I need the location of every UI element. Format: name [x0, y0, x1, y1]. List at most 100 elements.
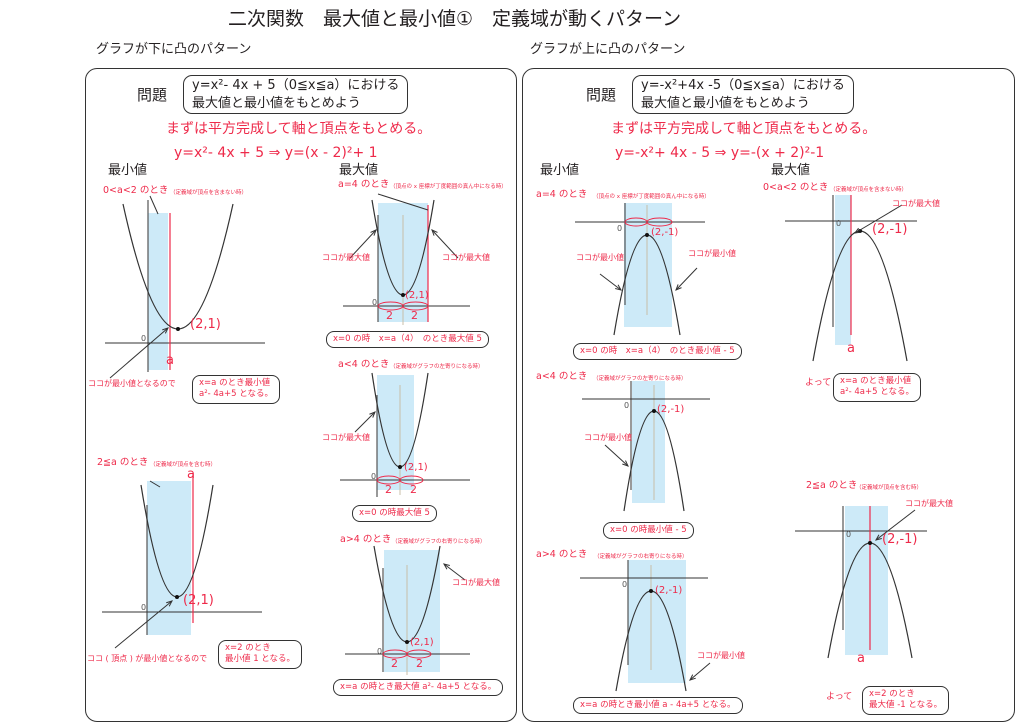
l-min1-vertex: (2,1) — [190, 317, 221, 332]
left-formula: y=x²- 4x + 5 ⇒ y=(x - 2)²+ 1 — [174, 145, 378, 161]
l-min1-pointer-0 — [149, 195, 159, 215]
l-min1-result1: x=a のとき最小値 — [199, 378, 271, 388]
right-problem-line2: 最大値と最小値をもとめよう — [641, 95, 810, 111]
l-max1-label-right: ココが最大値 — [442, 253, 490, 262]
r-min1-note: （頂点の x 座標が丁度範囲の真ん中になる時） — [593, 194, 710, 200]
left-max-heading: 最大値 — [339, 163, 379, 178]
r-min3-note: （定義域がグラフの右寄りになる時） — [594, 554, 688, 560]
l-min1-title: 0<a<2 のとき — [103, 185, 169, 196]
l-min1-arrow-0 — [109, 327, 169, 379]
r-max1-vertex: (2,-1) — [872, 222, 908, 237]
l-max3-domain-band — [384, 550, 440, 672]
r-max2-vertex: (2,-1) — [882, 532, 918, 547]
l-max1-pointer-0 — [377, 193, 429, 211]
r-min2-zero: 0 — [624, 401, 630, 410]
l-min2-note: （定義域が頂点を含む時） — [150, 462, 217, 468]
l-min1-domain-band — [148, 213, 168, 370]
r-max2-yotte: よって — [826, 692, 853, 702]
r-max2-result2: 最大値 -1 となる。 — [869, 700, 943, 711]
l-max3-arrow-0 — [443, 563, 466, 581]
l-max3-vertex-dot — [405, 640, 409, 644]
r-max2-result1: x=2 のとき — [869, 689, 915, 699]
r-min2-arrow-0-head — [622, 460, 629, 467]
l-max1-arrow-1-head — [431, 229, 438, 236]
r-max1-note: （定義域が頂点を含まない時） — [830, 187, 908, 193]
r-min1-half-width-marker-1 — [646, 217, 673, 227]
r-max1-arrow-0 — [854, 204, 903, 234]
l-min2-result: x=2 のとき最小値 1 となる。 — [218, 640, 303, 669]
r-max2-note: （定義域が頂点を含む時） — [856, 485, 923, 491]
l-max3-two-a: 2 — [391, 657, 398, 670]
right-min-heading: 最小値 — [540, 163, 580, 178]
r-min1-arrow-1 — [675, 267, 698, 291]
r-min2-title: a<4 のとき — [536, 371, 588, 382]
l-max2-title: a<4 のとき — [338, 359, 390, 370]
l-max3-title: a>4 のとき — [340, 534, 392, 545]
l-max1-vertex-dot — [401, 293, 405, 297]
r-min3-arrow-0-head — [689, 674, 696, 681]
l-max2-arrow-0-head — [369, 411, 376, 418]
l-min2-result2: 最小値 1 となる。 — [225, 654, 296, 665]
r-min1-label-right: ココが最小値 — [688, 249, 736, 258]
left-problem-line2: 最大値と最小値をもとめよう — [192, 95, 361, 111]
r-min3-vertex-dot — [649, 589, 653, 593]
l-max1-zero: 0 — [372, 298, 378, 307]
l-max2-note: （定義域がグラフの左寄りになる時） — [390, 364, 484, 370]
r-min3-domain-band — [628, 560, 686, 683]
r-max1-zero: 0 — [836, 219, 842, 228]
right-max-heading: 最大値 — [771, 163, 811, 178]
l-min1-zero: 0 — [141, 334, 147, 343]
r-max2-result: x=2 のとき最大値 -1 となる。 — [862, 686, 950, 715]
r-max2-a: a — [857, 651, 865, 666]
l-max3-vertex: (2,1) — [410, 637, 434, 648]
l-max2-half-width-marker-1 — [399, 475, 424, 485]
l-max3-note: （定義域がグラフの右寄りになる時） — [392, 539, 486, 545]
l-min1-a: a — [166, 353, 174, 368]
l-min2-a: a — [187, 467, 195, 482]
l-min1-vertex-dot — [176, 327, 180, 331]
l-min2-arrow-0-head — [166, 600, 173, 607]
l-max3-arrow-0-head — [442, 563, 450, 570]
r-max1-yotte: よって — [805, 378, 832, 388]
l-max1-arrow-1 — [431, 229, 459, 259]
r-min1-vertex: (2,-1) — [651, 227, 679, 238]
r-min1-arrow-1-head — [675, 284, 682, 291]
l-min2-result1: x=2 のとき — [225, 643, 271, 653]
left-panel — [85, 68, 517, 722]
l-min2-arrow-label: ココ ( 頂点 ) が最小値となるので — [87, 654, 208, 663]
l-max3-half-width-marker-1 — [406, 649, 432, 659]
right-instruction: まずは平方完成して軸と頂点をもとめる。 — [611, 121, 877, 137]
right-problem-box: y=-x²+4x -5（0≦x≦a）における最大値と最小値をもとめよう — [632, 75, 854, 115]
left-instruction: まずは平方完成して軸と頂点をもとめる。 — [166, 121, 432, 137]
r-max2-arrow-0-head — [874, 534, 882, 541]
l-min1-arrow-label: ココが最小値となるので — [88, 379, 176, 388]
r-max1-arrow-0-head — [853, 227, 862, 234]
right-formula: y=-x²+ 4x - 5 ⇒ y=-(x + 2)²-1 — [615, 145, 825, 161]
l-max2-zero: 0 — [371, 472, 377, 481]
r-min3-title: a>4 のとき — [536, 549, 588, 560]
r-min3-zero: 0 — [622, 580, 628, 589]
r-max2-arrow-0 — [875, 509, 916, 541]
l-min1-arrow-0-head — [162, 327, 169, 334]
r-min2-note: （定義域がグラフの左寄りになる時） — [593, 376, 687, 382]
l-max1-arrow-0 — [349, 229, 377, 259]
l-min1-note: （定義域が頂点を含まない時） — [170, 190, 248, 196]
l-max2-two-b: 2 — [410, 483, 417, 496]
r-min1-arrow-0-head — [615, 284, 623, 291]
l-max1-label-left: ココが最大値 — [322, 253, 370, 262]
r-min1-result: x=0 の時 x=a（4） のとき最小値 - 5 — [573, 343, 742, 361]
left-heading: グラフが下に凸のパターン — [96, 42, 252, 57]
r-min2-vertex: (2,-1) — [657, 404, 685, 415]
l-max1-two-b: 2 — [411, 309, 418, 322]
l-max1-two-a: 2 — [386, 309, 393, 322]
l-max2-vertex: (2,1) — [404, 462, 428, 473]
r-min2-vertex-dot — [652, 409, 656, 413]
l-min2-vertex-dot — [175, 595, 179, 599]
l-min2-zero: 0 — [141, 603, 147, 612]
l-min2-arrow-0 — [114, 600, 173, 649]
l-max3-zero: 0 — [377, 647, 383, 656]
left-min-heading: 最小値 — [108, 163, 148, 178]
r-min2-result: x=0 の時最小値 - 5 — [603, 522, 694, 540]
